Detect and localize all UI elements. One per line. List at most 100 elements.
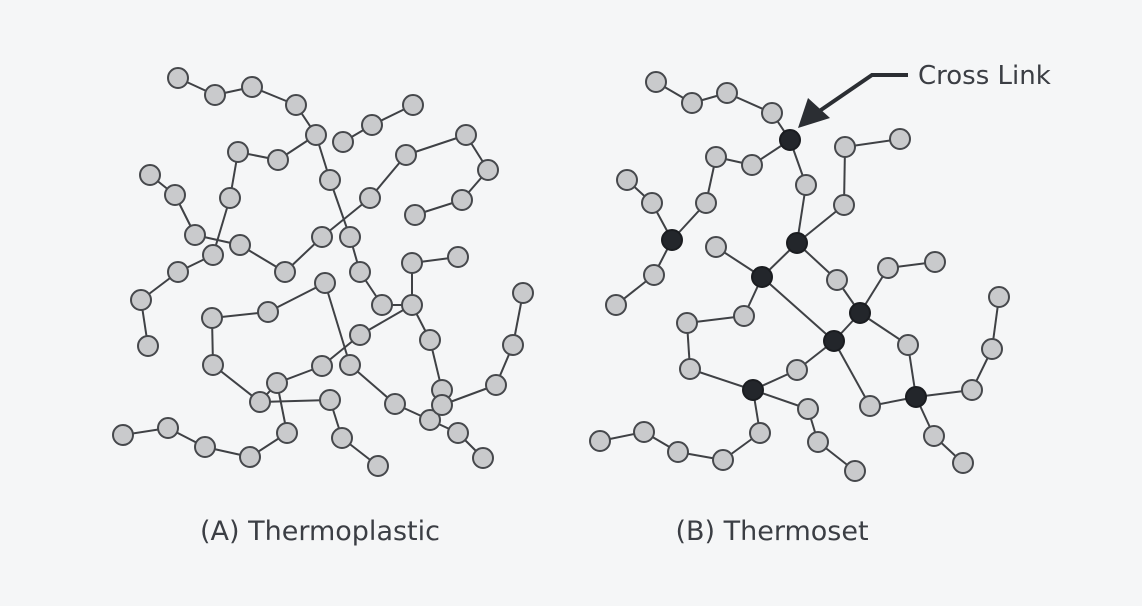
thermoset-monomer — [834, 136, 856, 158]
thermoplastic-monomer — [285, 94, 307, 116]
thermoplastic-monomer — [384, 393, 406, 415]
thermoset-bond — [833, 340, 871, 407]
cross-link-node — [751, 266, 773, 288]
cross-link-node — [849, 302, 871, 324]
thermoset-monomer — [807, 431, 829, 453]
thermoplastic-monomers — [112, 67, 534, 477]
thermoset-monomer — [924, 251, 946, 273]
thermoplastic-monomer — [201, 307, 223, 329]
cross-link-arrow-head — [798, 98, 830, 128]
thermoplastic-monomer — [267, 149, 289, 171]
thermoplastic-bond — [259, 399, 331, 403]
thermoset-monomer — [681, 92, 703, 114]
thermoplastic-monomer — [227, 141, 249, 163]
thermoset-bond — [761, 276, 835, 342]
cross-link-arrow-line — [816, 73, 908, 114]
thermoplastic-monomer — [204, 84, 226, 106]
thermoset-bond — [689, 368, 754, 391]
thermoset-monomer — [705, 146, 727, 168]
thermoset-network — [589, 71, 1010, 482]
thermoset-monomer — [786, 359, 808, 381]
thermoset-monomer — [749, 422, 771, 444]
thermoplastic-monomer — [167, 67, 189, 89]
cross-link-node — [905, 386, 927, 408]
thermoplastic-monomer — [139, 164, 161, 186]
thermoset-monomer — [833, 194, 855, 216]
thermoplastic-monomer — [266, 372, 288, 394]
thermoplastic-monomer — [137, 335, 159, 357]
thermoplastic-monomer — [455, 124, 477, 146]
thermoplastic-monomer — [339, 226, 361, 248]
thermoplastic-monomer — [257, 301, 279, 323]
thermoset-monomers — [589, 71, 1010, 482]
thermoplastic-bond — [324, 282, 351, 366]
thermoset-monomer — [877, 257, 899, 279]
thermoplastic-monomer — [359, 187, 381, 209]
thermoset-monomer — [616, 169, 638, 191]
cross-link-node — [779, 129, 801, 151]
thermoset-monomer — [844, 460, 866, 482]
thermoplastic-monomer — [164, 184, 186, 206]
thermoplastic-network — [112, 67, 534, 477]
thermoplastic-monomer — [401, 252, 423, 274]
thermoplastic-monomer — [219, 187, 241, 209]
thermoplastic-monomer — [395, 144, 417, 166]
thermoplastic-caption: (A) Thermoplastic — [200, 516, 440, 547]
thermoplastic-monomer — [331, 427, 353, 449]
thermoset-monomer — [826, 269, 848, 291]
thermoplastic-monomer — [477, 159, 499, 181]
thermoplastic-monomer — [361, 114, 383, 136]
thermoplastic-monomer — [319, 169, 341, 191]
thermoplastic-monomer — [512, 282, 534, 304]
thermoset-monomer — [733, 305, 755, 327]
thermoplastic-monomer — [305, 124, 327, 146]
thermoplastic-monomer — [194, 436, 216, 458]
thermoset-monomer — [988, 286, 1010, 308]
thermoset-monomer — [589, 430, 611, 452]
thermoset-monomer — [645, 71, 667, 93]
thermoplastic-monomer — [401, 294, 423, 316]
thermoplastic-monomer — [276, 422, 298, 444]
thermoset-monomer — [641, 192, 663, 214]
thermoplastic-monomer — [402, 94, 424, 116]
thermoplastic-monomer — [332, 131, 354, 153]
thermoset-monomer — [952, 452, 974, 474]
thermoset-monomer — [795, 174, 817, 196]
thermoplastic-monomer — [339, 354, 361, 376]
thermoplastic-monomer — [311, 226, 333, 248]
thermoplastic-monomer — [404, 204, 426, 226]
thermoset-monomer — [961, 379, 983, 401]
cross-link-node — [786, 232, 808, 254]
thermoset-monomer — [981, 338, 1003, 360]
thermoset-monomer — [667, 441, 689, 463]
thermoplastic-monomer — [367, 455, 389, 477]
thermoplastic-monomer — [431, 394, 453, 416]
thermoset-monomer — [695, 192, 717, 214]
thermoplastic-monomer — [229, 234, 251, 256]
thermoset-monomer — [741, 154, 763, 176]
thermoplastic-monomer — [202, 244, 224, 266]
thermoplastic-monomer — [314, 272, 336, 294]
thermoplastic-monomer — [451, 189, 473, 211]
thermoplastic-monomer — [274, 261, 296, 283]
thermoplastic-monomer — [167, 261, 189, 283]
thermoset-monomer — [761, 102, 783, 124]
thermoplastic-monomer — [130, 289, 152, 311]
thermoplastic-monomer — [419, 409, 441, 431]
cross-link-callout: Cross Link — [798, 61, 1051, 128]
thermoset-monomer — [716, 82, 738, 104]
thermoset-monomer — [643, 264, 665, 286]
thermoplastic-monomer — [319, 389, 341, 411]
thermoset-monomer — [923, 425, 945, 447]
thermoset-monomer — [705, 236, 727, 258]
thermoplastic-monomer — [349, 261, 371, 283]
thermoplastic-monomer — [502, 334, 524, 356]
thermoplastic-monomer — [157, 417, 179, 439]
thermoplastic-monomer — [202, 354, 224, 376]
thermoplastic-monomer — [447, 422, 469, 444]
thermoplastic-monomer — [447, 246, 469, 268]
cross-link-label: Cross Link — [918, 61, 1051, 91]
thermoset-monomer — [897, 334, 919, 356]
